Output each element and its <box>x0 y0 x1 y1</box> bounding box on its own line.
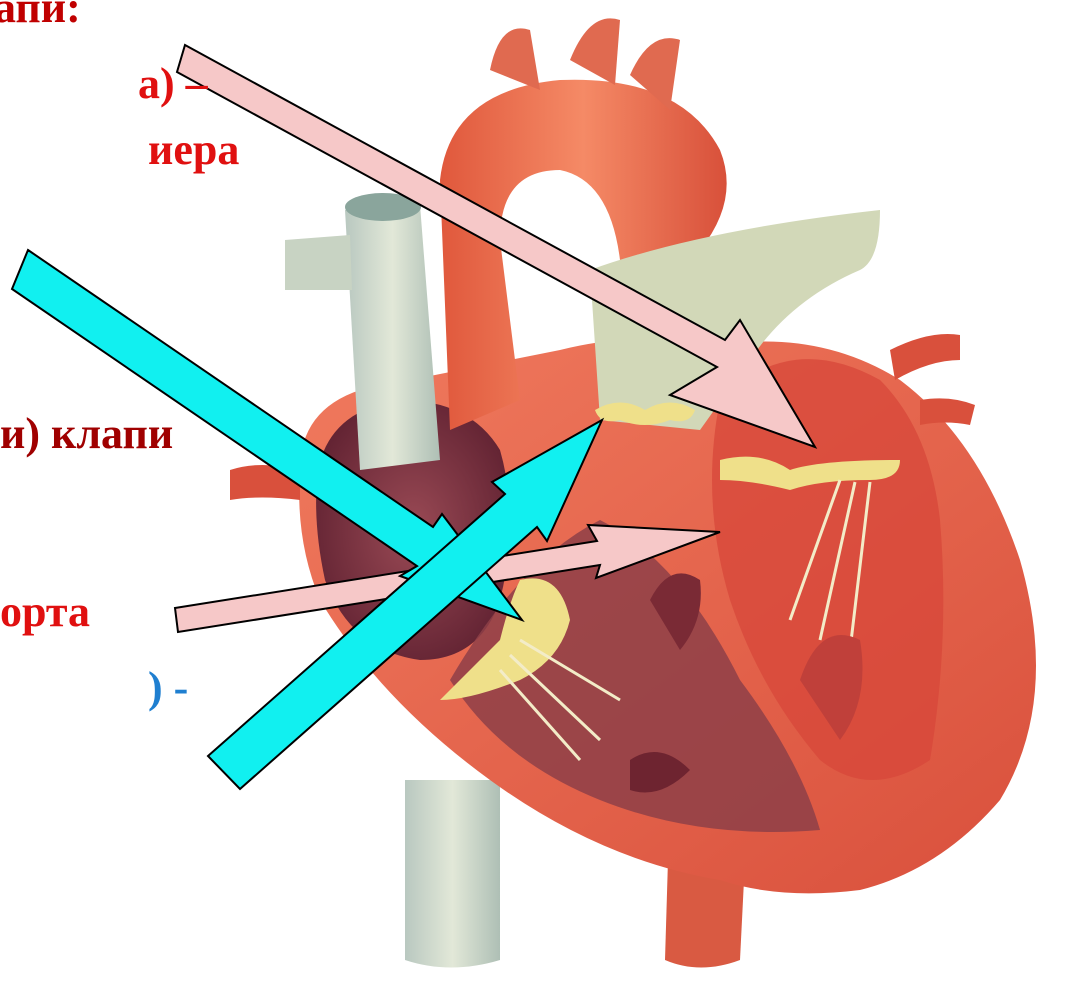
label-line-1: апи: <box>0 0 81 30</box>
label-line-3: иера <box>148 128 239 172</box>
label-line-5: орта <box>0 590 90 634</box>
inferior-vena-cava <box>405 780 500 968</box>
label-line-2: а) – <box>138 62 208 106</box>
superior-vena-cava <box>285 193 440 470</box>
label-line-6: ) - <box>148 666 188 710</box>
label-line-4: и) клапи <box>0 412 173 456</box>
